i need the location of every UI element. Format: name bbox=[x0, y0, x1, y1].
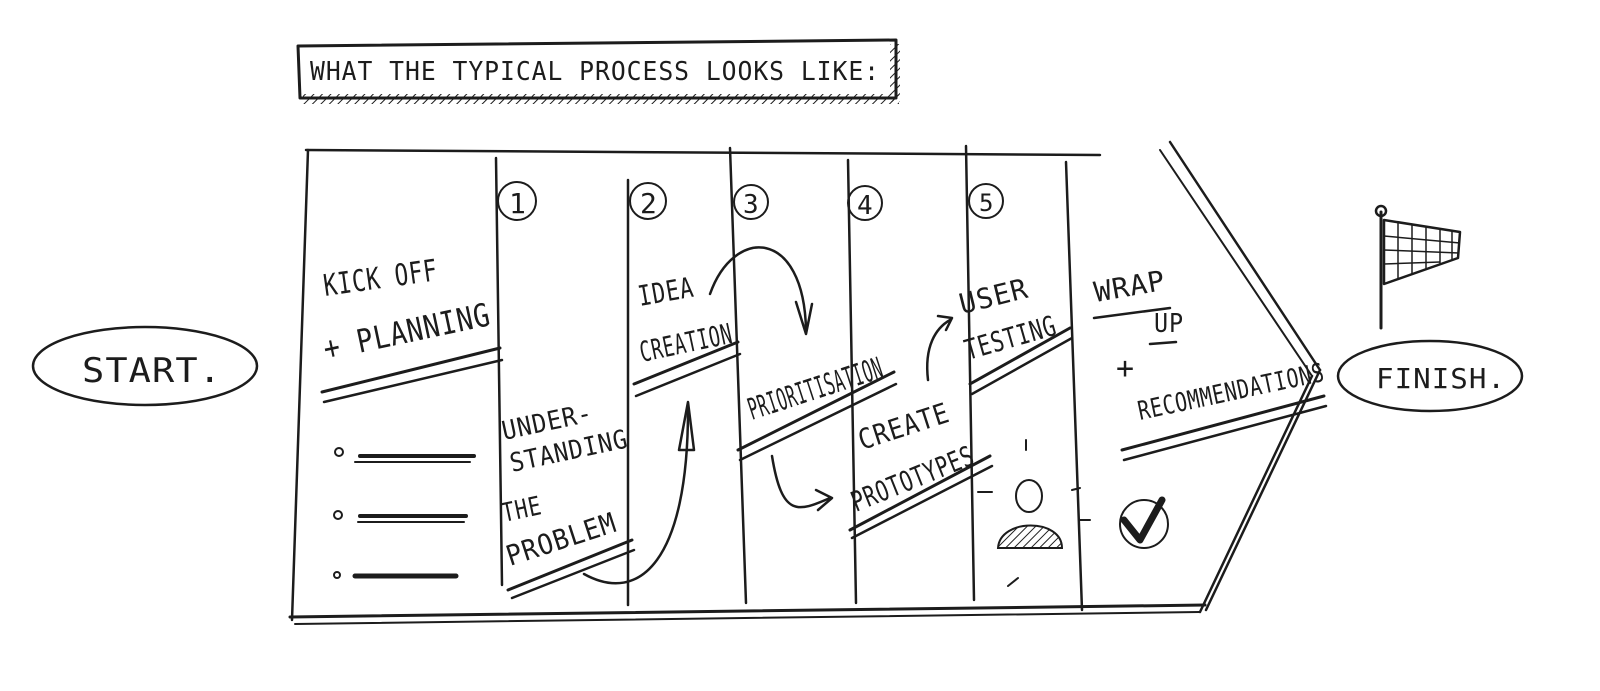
finish-label: FINISH. bbox=[1376, 362, 1506, 395]
step-4-number: 4 bbox=[857, 191, 874, 221]
arrow-icon bbox=[582, 246, 954, 585]
step-3-label-line-1: PRIORITISATION bbox=[744, 351, 888, 428]
wrapup-label-2: UP bbox=[1154, 309, 1184, 339]
step-4-label-line-1: CREATE bbox=[854, 396, 954, 456]
flag-icon bbox=[1374, 204, 1462, 330]
person-icon bbox=[977, 439, 1091, 587]
step-numbers: 1 2 3 4 5 bbox=[497, 181, 1004, 221]
process-frame bbox=[288, 140, 1322, 625]
title-box: WHAT THE TYPICAL PROCESS LOOKS LIKE: bbox=[296, 38, 900, 104]
kickoff-section: KICK OFF + PLANNING bbox=[320, 253, 504, 404]
start-node: START. bbox=[31, 325, 259, 407]
page-title: WHAT THE TYPICAL PROCESS LOOKS LIKE: bbox=[310, 57, 880, 87]
step-2-number: 2 bbox=[640, 187, 658, 220]
start-label: START. bbox=[82, 351, 222, 391]
step-5-number: 5 bbox=[979, 189, 994, 217]
wrapup-label-1: WRAP bbox=[1091, 264, 1168, 309]
checkmark-icon bbox=[1119, 496, 1169, 549]
step-1-label-line-3: THE bbox=[499, 491, 544, 529]
step-5-label: USER TESTING bbox=[956, 272, 1074, 396]
step-1-number: 1 bbox=[509, 187, 527, 220]
wrapup-label-3: + bbox=[1116, 351, 1135, 386]
step-5-label-line-1: USER bbox=[956, 272, 1032, 321]
step-2-label-line-1: IDEA bbox=[635, 271, 696, 313]
checklist-icon bbox=[333, 447, 476, 579]
finish-node: FINISH. bbox=[1336, 339, 1524, 413]
kickoff-label-1: KICK OFF bbox=[321, 253, 440, 304]
step-3-number: 3 bbox=[743, 190, 760, 220]
step-1-label: UNDER- STANDING THE PROBLEM bbox=[499, 398, 636, 600]
step-2-label: IDEA CREATION bbox=[632, 271, 742, 398]
